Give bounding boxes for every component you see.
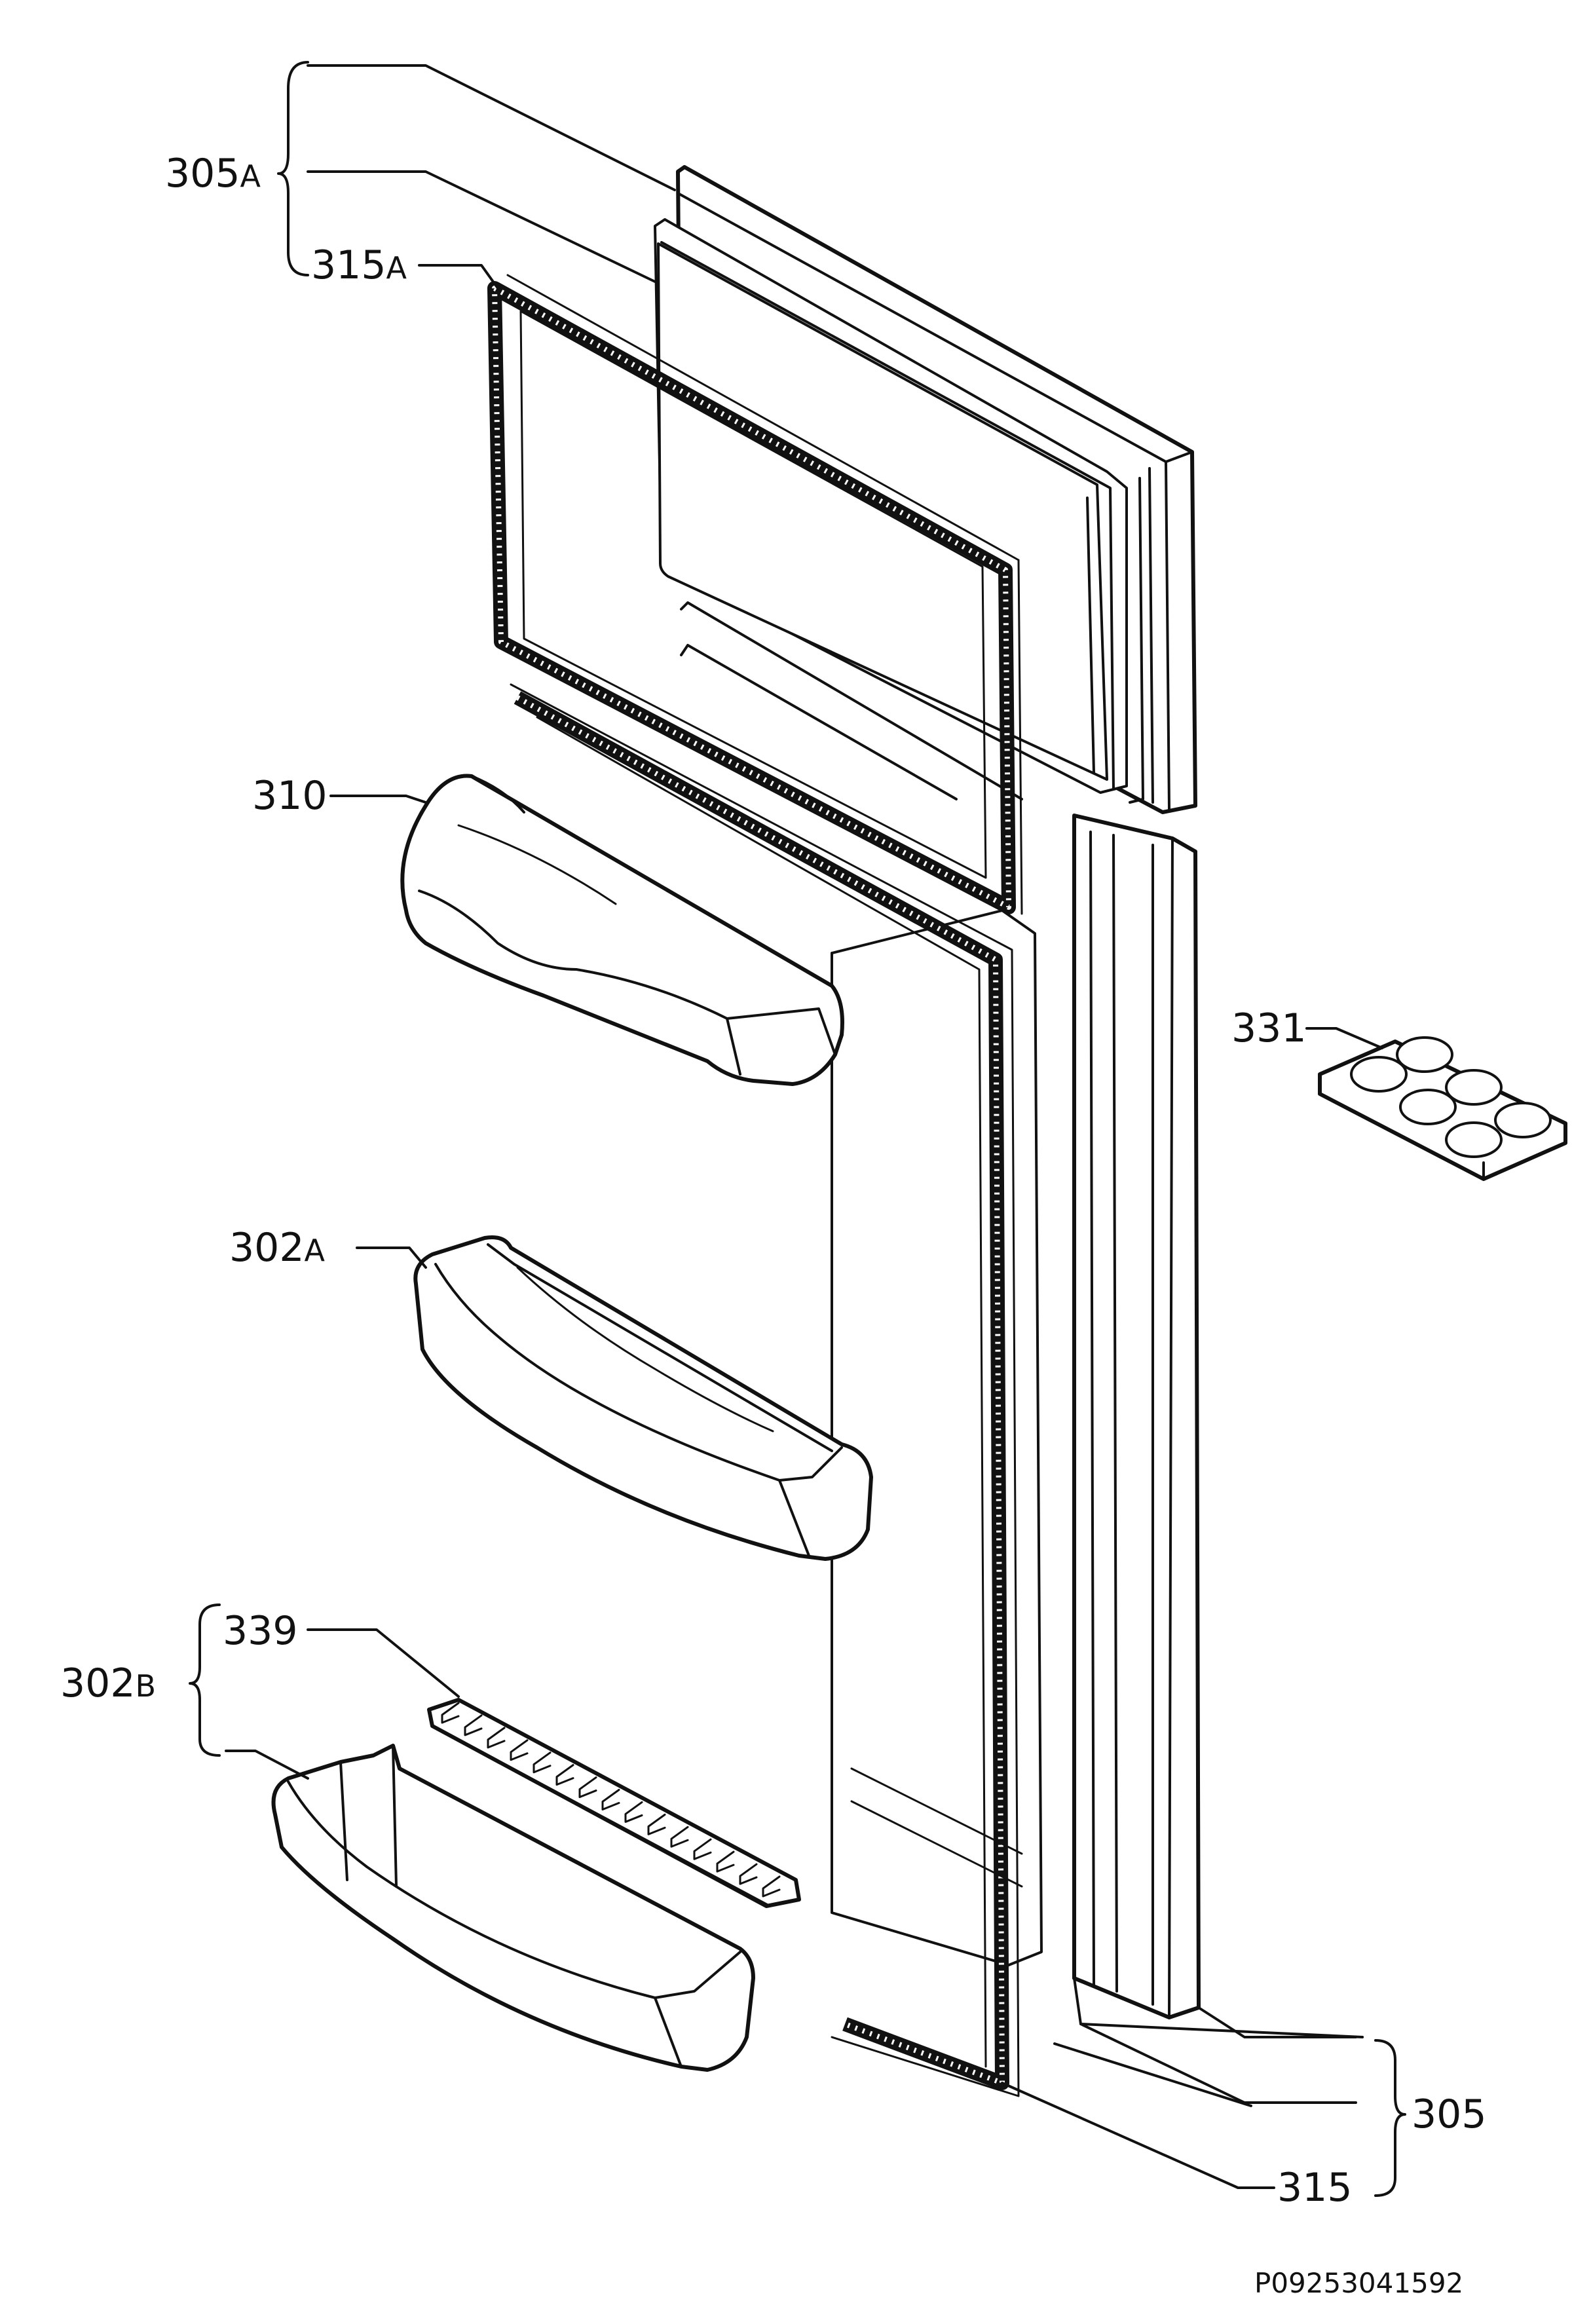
retainer-slot xyxy=(693,1838,712,1860)
freezer-door xyxy=(654,165,1197,814)
retainer-slot xyxy=(487,1727,506,1749)
retainer-slot xyxy=(624,1801,643,1823)
label-331: 331 xyxy=(1231,1005,1307,1051)
egg-tray xyxy=(1318,1036,1567,1181)
retainer-slot xyxy=(670,1826,689,1848)
freezer-door-gasket xyxy=(487,274,1023,915)
retainer-slot xyxy=(441,1702,460,1724)
label-302b: 302B xyxy=(60,1660,156,1706)
middle-door-shelf xyxy=(413,1235,873,1561)
retainer-slot xyxy=(739,1863,758,1885)
retainer-slot xyxy=(533,1752,552,1774)
retainer-slot xyxy=(601,1789,620,1810)
retainer-slot xyxy=(578,1776,597,1799)
label-305a: 305A xyxy=(165,151,261,197)
bottom-door-shelf xyxy=(271,1744,755,2072)
retainer-slot xyxy=(510,1739,529,1761)
retainer-slot xyxy=(464,1714,483,1736)
dairy-compartment xyxy=(400,774,844,1086)
retainer-slot xyxy=(647,1813,666,1835)
fridge-door-gasket xyxy=(510,683,1023,2097)
label-310: 310 xyxy=(252,773,328,819)
label-302a: 302A xyxy=(229,1225,326,1271)
bottle-retainer xyxy=(427,1698,801,1908)
retainer-slot xyxy=(716,1850,735,1873)
leader-lines xyxy=(189,61,1406,2197)
drawing-code: P09253041592 xyxy=(1254,2267,1463,2299)
retainer-slot xyxy=(555,1764,574,1786)
label-315a: 315A xyxy=(311,242,407,288)
label-315: 315 xyxy=(1277,2165,1353,2211)
label-339: 339 xyxy=(223,1608,298,1654)
label-305: 305 xyxy=(1412,2091,1487,2137)
fridge-door xyxy=(831,814,1364,2107)
retainer-slot xyxy=(762,1875,781,1898)
